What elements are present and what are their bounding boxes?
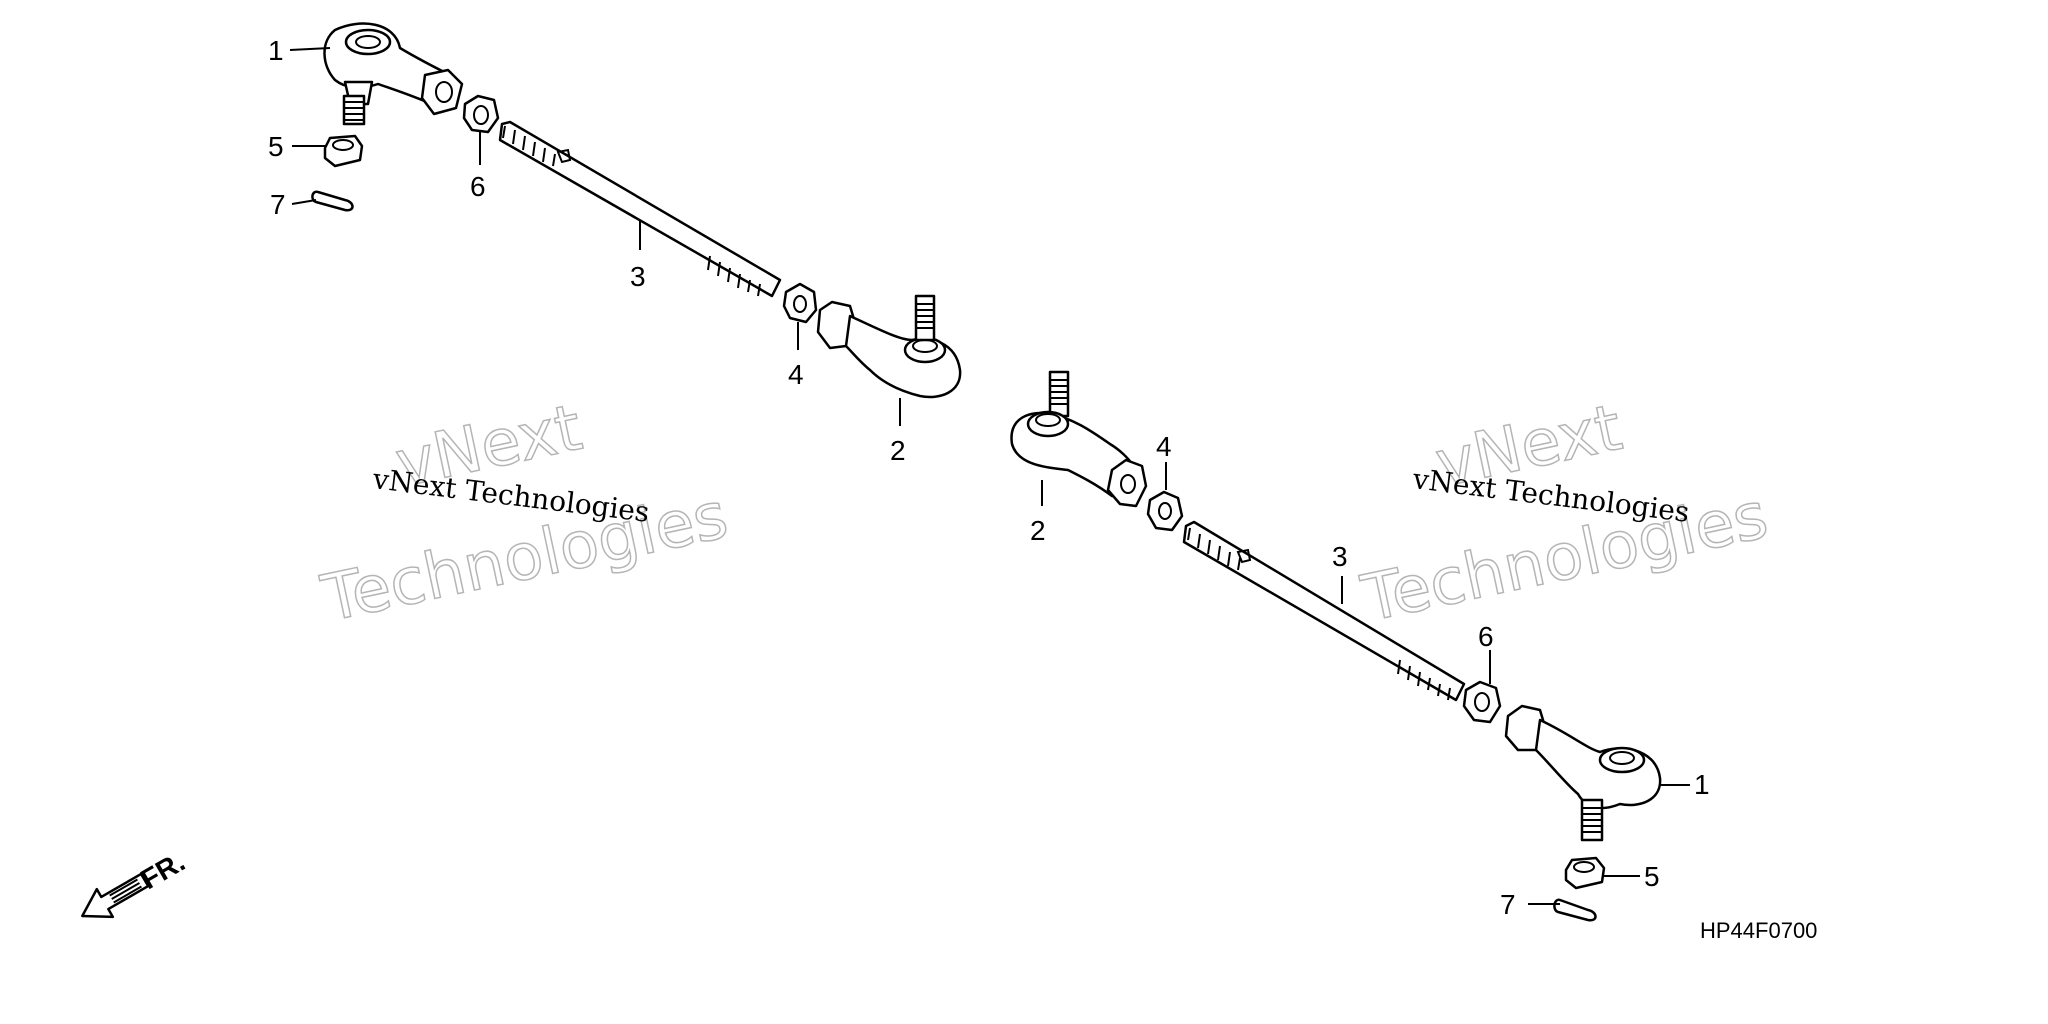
watermark-left: vNext Technologies vNext Technologies [315, 390, 735, 637]
callout-label: 4 [1156, 431, 1172, 462]
callout-label: 2 [1030, 515, 1046, 546]
watermark-right: vNext Technologies vNext Technologies [1355, 390, 1775, 637]
callout-label: 1 [268, 35, 284, 66]
callout-label: 5 [1644, 861, 1660, 892]
callouts-right: 2 4 3 6 1 5 7 [1030, 431, 1710, 920]
callout-label: 3 [1332, 541, 1348, 572]
tie-rod-right [1182, 520, 1466, 702]
tie-rod-end-outer-right [1504, 704, 1662, 842]
callouts-left: 1 5 7 6 3 4 2 [268, 35, 906, 466]
cotter-pin-left [311, 190, 354, 212]
cotter-pin-right [1553, 898, 1597, 922]
callout-label: 6 [470, 171, 486, 202]
callout-label: 1 [1694, 769, 1710, 800]
tie-rod-end-outer-left [323, 22, 464, 126]
figure-code: HP44F0700 [1700, 918, 1817, 943]
callout-label: 7 [1500, 889, 1516, 920]
front-direction-arrow: FR. [81, 846, 190, 919]
callout-label: 7 [270, 189, 286, 220]
castle-nut-left [323, 134, 364, 168]
lock-nut-6-right [1462, 680, 1502, 724]
callout-label: 4 [788, 359, 804, 390]
callout-label: 3 [630, 261, 646, 292]
tie-rod-left [498, 120, 782, 298]
callout-label: 6 [1478, 621, 1494, 652]
callout-label: 2 [890, 435, 906, 466]
jam-nut-4-right [1146, 490, 1184, 532]
castle-nut-right [1564, 856, 1606, 890]
jam-nut-4-left [782, 282, 818, 324]
tie-rod-end-inner-left [816, 294, 962, 399]
tie-rod-end-inner-right [1010, 370, 1148, 508]
lock-nut-6-left [462, 94, 500, 134]
callout-label: 5 [268, 131, 284, 162]
